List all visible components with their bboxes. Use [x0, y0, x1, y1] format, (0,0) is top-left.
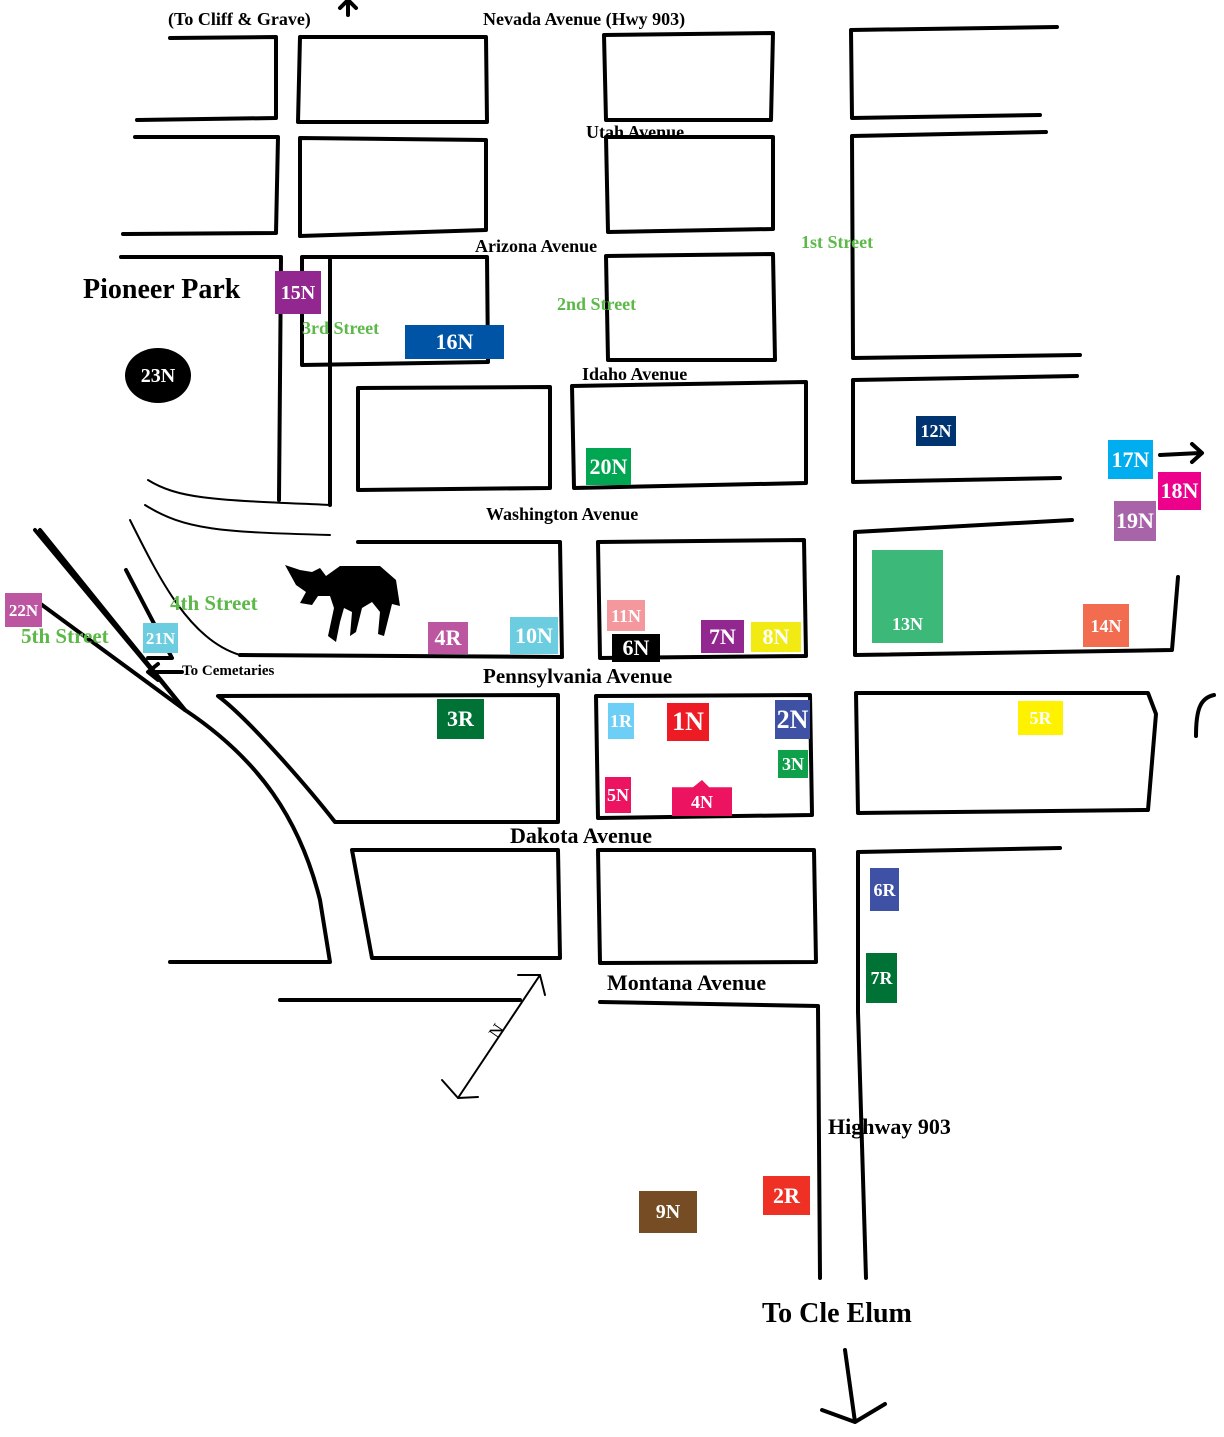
marker-12N[interactable]: 12N [916, 416, 956, 446]
marker-18N[interactable]: 18N [1158, 472, 1201, 510]
marker-22N[interactable]: 22N [5, 593, 42, 627]
fifth-street-label: 5th Street [21, 624, 109, 648]
marker-1R[interactable]: 1R [608, 703, 634, 739]
marker-19N[interactable]: 19N [1114, 501, 1156, 541]
marker-3N[interactable]: 3N [778, 750, 808, 778]
pioneer-park-label: Pioneer Park [83, 274, 241, 305]
marker-2N[interactable]: 2N [775, 700, 810, 739]
marker-3R[interactable]: 3R [437, 699, 484, 739]
marker-13N[interactable]: 13N [872, 550, 943, 643]
montana-avenue-label: Montana Avenue [607, 970, 767, 995]
to-cemetaries-label: To Cemetaries [182, 663, 275, 679]
first-street-label: 1st Street [801, 232, 874, 252]
marker-11N[interactable]: 11N [607, 600, 645, 631]
dakota-avenue-label: Dakota Avenue [510, 823, 652, 848]
marker-15N[interactable]: 15N [275, 271, 321, 314]
marker-6N[interactable]: 6N [612, 634, 660, 662]
marker-9N[interactable]: 9N [639, 1191, 697, 1233]
marker-23N[interactable]: 23N [125, 348, 191, 403]
marker-8N[interactable]: 8N [751, 622, 801, 652]
fourth-street-label: 4th Street [170, 591, 258, 615]
utah-avenue-label: Utah Avenue [586, 122, 685, 142]
third-street-label: 3rd Street [302, 318, 380, 338]
marker-16N[interactable]: 16N [405, 325, 504, 359]
moose-icon [285, 565, 400, 642]
arizona-avenue-label: Arizona Avenue [475, 236, 598, 256]
marker-20N[interactable]: 20N [586, 448, 631, 485]
second-street-label: 2nd Street [557, 294, 637, 314]
marker-5R[interactable]: 5R [1018, 701, 1063, 735]
marker-7R[interactable]: 7R [866, 953, 897, 1003]
to-cliff-grave-label: (To Cliff & Grave) [168, 9, 311, 29]
marker-6R[interactable]: 6R [870, 868, 899, 911]
marker-17N[interactable]: 17N [1108, 440, 1153, 479]
highway-903-label: Highway 903 [828, 1114, 951, 1139]
to-cle-elum-label: To Cle Elum [762, 1298, 912, 1329]
washington-avenue-label: Washington Avenue [486, 504, 639, 524]
marker-2R[interactable]: 2R [763, 1176, 810, 1215]
marker-1N[interactable]: 1N [667, 703, 709, 741]
idaho-avenue-label: Idaho Avenue [582, 364, 688, 384]
city-blocks [33, 0, 1216, 1424]
marker-10N[interactable]: 10N [510, 617, 558, 654]
marker-21N[interactable]: 21N [143, 623, 178, 653]
marker-14N[interactable]: 14N [1083, 604, 1129, 647]
marker-7N[interactable]: 7N [701, 620, 744, 653]
nevada-avenue-label: Nevada Avenue (Hwy 903) [483, 9, 686, 29]
marker-4R[interactable]: 4R [428, 622, 468, 654]
marker-5N[interactable]: 5N [605, 777, 631, 813]
pennsylvania-avenue-label: Pennsylvania Avenue [483, 664, 673, 688]
